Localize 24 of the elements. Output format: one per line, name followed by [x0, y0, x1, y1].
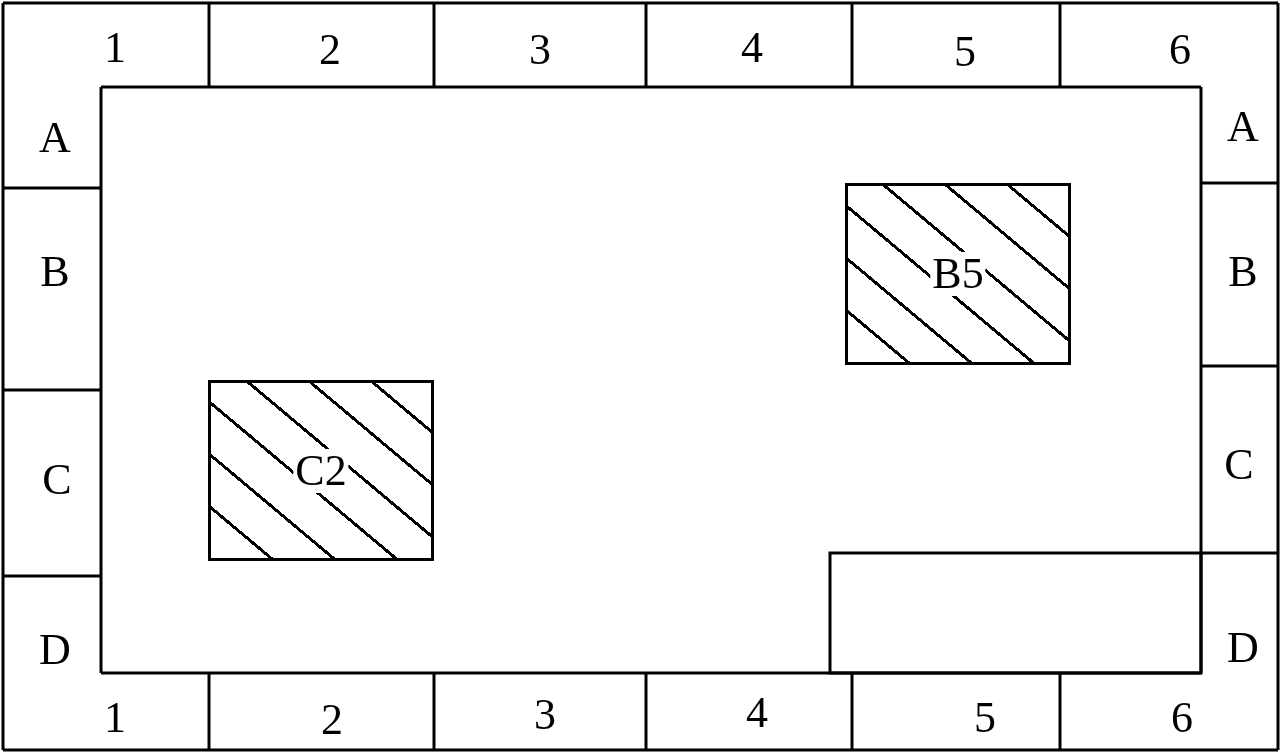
zone-letter: D: [39, 628, 71, 672]
zone-letter: A: [1227, 105, 1259, 149]
zone-reference: B5: [930, 252, 986, 296]
zone-number: 6: [1171, 696, 1193, 740]
zone-number: 4: [741, 26, 763, 70]
zone-number: 5: [974, 696, 996, 740]
zone-letter: C: [1224, 443, 1254, 487]
zone-number: 1: [104, 696, 126, 740]
zone-letter: A: [39, 116, 71, 160]
zone-number: 6: [1169, 28, 1191, 72]
zone-letter: C: [42, 458, 72, 502]
hatched-area: [845, 183, 1071, 365]
zone-reference: C2: [293, 448, 349, 493]
zone-number: 1: [104, 26, 126, 70]
zone-letter: D: [1227, 626, 1259, 670]
zone-number: 2: [321, 698, 343, 742]
zone-letter: B: [1228, 250, 1258, 294]
zone-number: 3: [534, 693, 556, 737]
hatched-area: [208, 380, 434, 561]
zone-letter: B: [40, 250, 70, 294]
zone-number: 2: [319, 28, 341, 72]
zone-number: 5: [954, 30, 976, 74]
zone-number: 4: [746, 691, 768, 735]
zone-number: 3: [529, 28, 551, 72]
